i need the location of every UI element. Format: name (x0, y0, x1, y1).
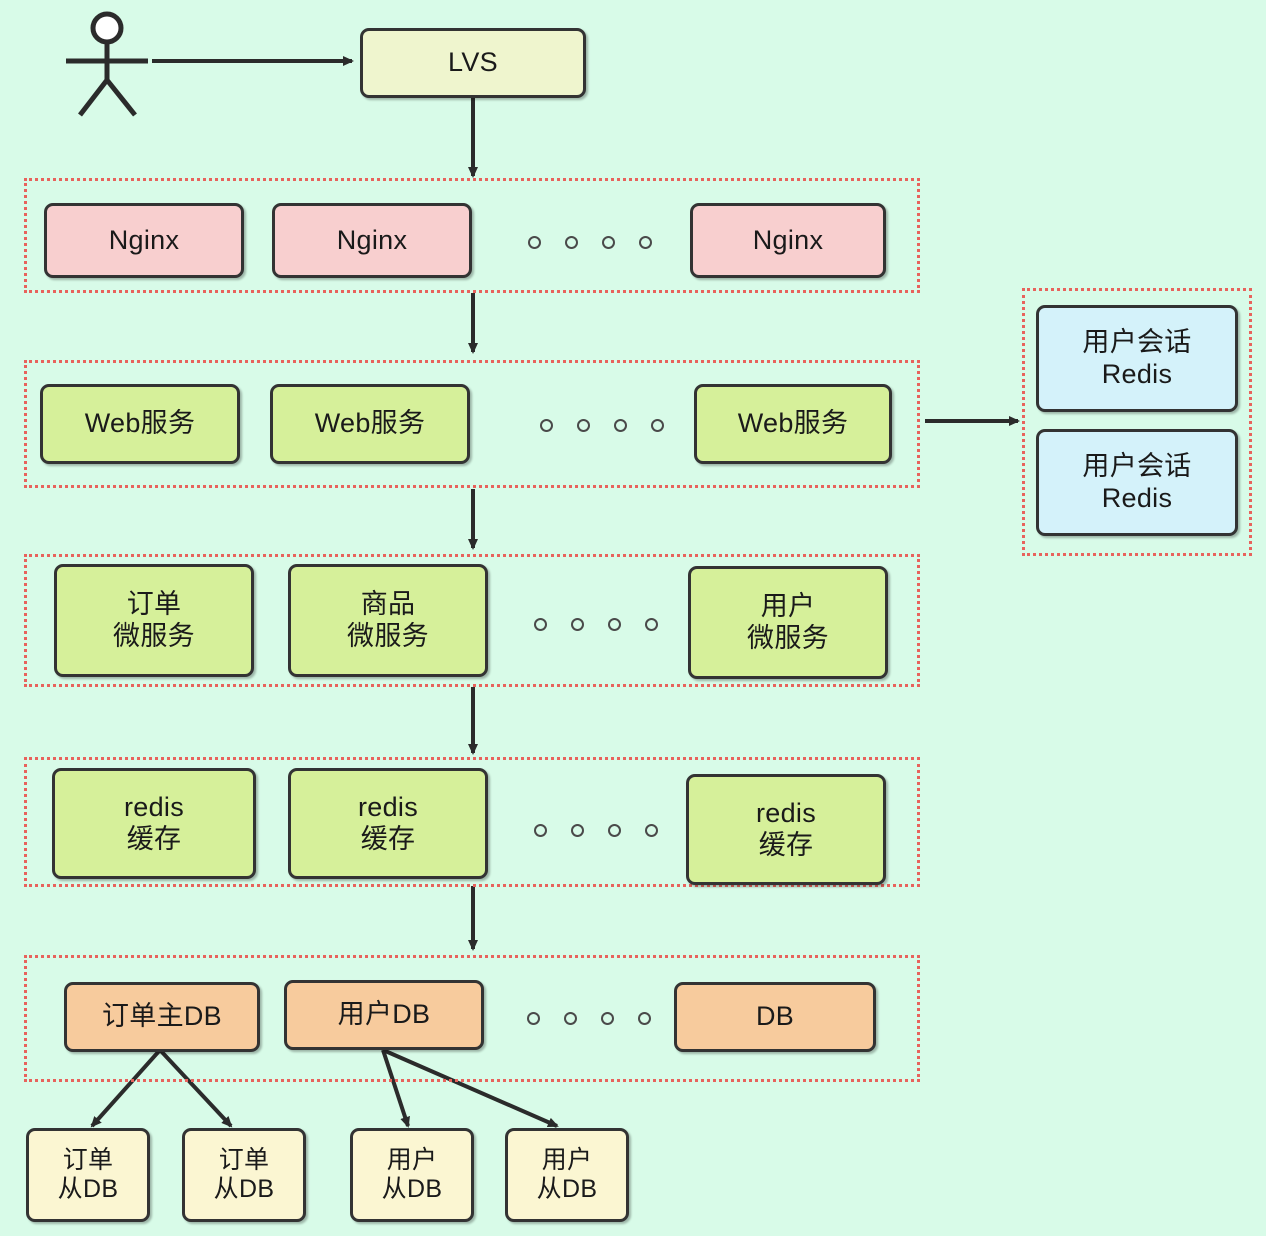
nginx-tier-ellipsis (528, 236, 652, 249)
node-redis-cache-2[interactable]: redis 缓存 (288, 768, 488, 879)
node-web-3[interactable]: Web服务 (694, 384, 892, 464)
node-user-slave-db-1[interactable]: 用户 从DB (350, 1128, 474, 1222)
node-redis-cache-1[interactable]: redis 缓存 (52, 768, 256, 879)
node-order-slave-db-1[interactable]: 订单 从DB (26, 1128, 150, 1222)
microservice-tier-ellipsis (534, 618, 658, 631)
node-session-redis-2[interactable]: 用户会话 Redis (1036, 429, 1238, 536)
microservice-tier-group (24, 554, 920, 687)
node-redis-cache-3[interactable]: redis 缓存 (686, 774, 886, 885)
node-web-2[interactable]: Web服务 (270, 384, 470, 464)
node-session-redis-1[interactable]: 用户会话 Redis (1036, 305, 1238, 412)
node-generic-db[interactable]: DB (674, 982, 876, 1052)
web-tier-group (24, 360, 920, 488)
node-user-microservice[interactable]: 用户 微服务 (688, 566, 888, 679)
node-order-slave-db-2[interactable]: 订单 从DB (182, 1128, 306, 1222)
database-tier-group (24, 955, 920, 1082)
database-tier-ellipsis (527, 1012, 651, 1025)
node-nginx-2[interactable]: Nginx (272, 203, 472, 278)
node-nginx-3[interactable]: Nginx (690, 203, 886, 278)
cache-tier-ellipsis (534, 824, 658, 837)
node-web-1[interactable]: Web服务 (40, 384, 240, 464)
session-redis-group (1022, 288, 1252, 556)
node-product-microservice[interactable]: 商品 微服务 (288, 564, 488, 677)
web-tier-ellipsis (540, 419, 664, 432)
nginx-tier-group (24, 178, 920, 293)
user-actor-icon (66, 11, 148, 117)
cache-tier-group (24, 757, 920, 887)
node-order-microservice[interactable]: 订单 微服务 (54, 564, 254, 677)
node-order-master-db[interactable]: 订单主DB (64, 982, 260, 1052)
node-nginx-1[interactable]: Nginx (44, 203, 244, 278)
node-user-slave-db-2[interactable]: 用户 从DB (505, 1128, 629, 1222)
node-lvs[interactable]: LVS (360, 28, 586, 98)
node-user-db[interactable]: 用户DB (284, 980, 484, 1050)
